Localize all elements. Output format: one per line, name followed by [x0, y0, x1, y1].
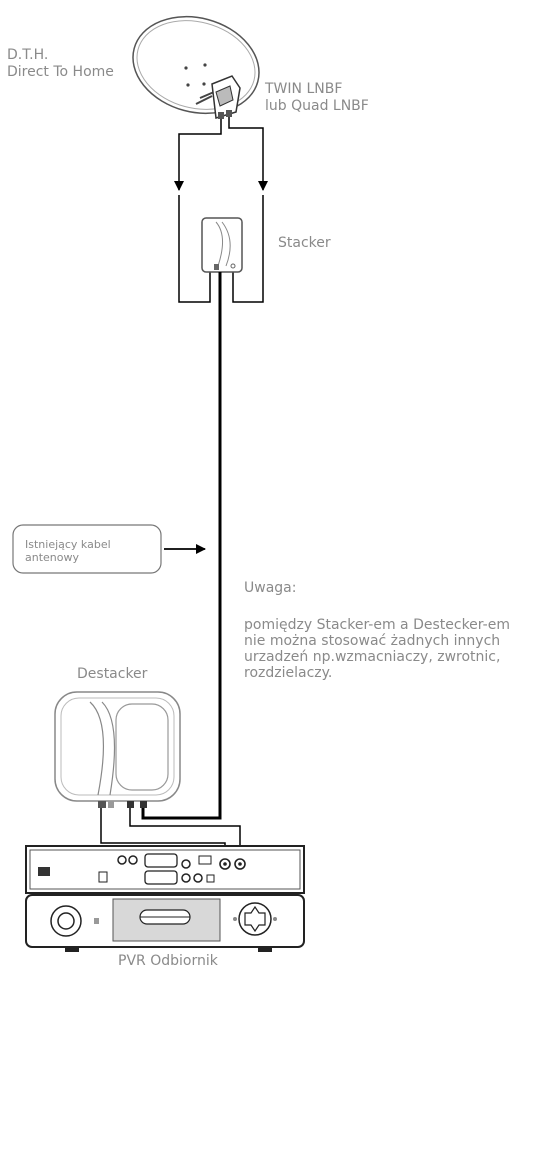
existing-cable-label-line2: antenowy — [25, 551, 80, 564]
main-coax-cable — [141, 272, 222, 820]
lnbf-label-line2: lub Quad LNBF — [265, 98, 369, 114]
note-line2: nie można stosować żadnych innych — [244, 633, 501, 649]
existing-cable-label-line1: Istniejący kabel — [25, 538, 111, 551]
dth-label-line2: Direct To Home — [7, 64, 114, 80]
lnbf-label-line1: TWIN LNBF — [265, 81, 343, 97]
pvr-receiver-icon — [25, 845, 305, 952]
note-line3: urzadzeń np.wzmacniaczy, zwrotnic, — [244, 649, 501, 665]
stacker-icon — [201, 217, 243, 273]
pvr-label: PVR Odbiornik — [118, 953, 218, 969]
destacker-icon — [54, 691, 181, 808]
lnbf-icon — [211, 75, 241, 119]
note-line4: rozdzielaczy. — [244, 665, 333, 681]
stacker-label: Stacker — [278, 235, 331, 251]
lnbf-to-stacker-cables — [174, 117, 268, 303]
dth-label-line1: D.T.H. — [7, 47, 49, 63]
note-line1: pomiędzy Stacker-em a Destecker-em — [244, 617, 510, 633]
satellite-dish-icon — [132, 15, 260, 115]
note-title: Uwaga: — [244, 580, 297, 596]
destacker-label: Destacker — [77, 666, 148, 682]
existing-cable-callout — [12, 524, 206, 574]
